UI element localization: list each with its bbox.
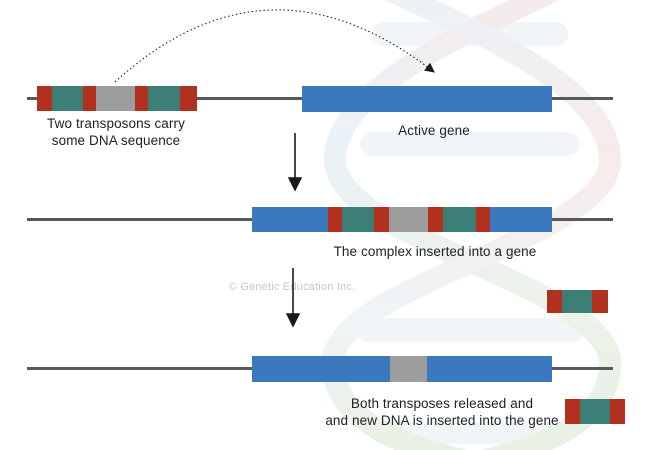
segment-red bbox=[135, 86, 148, 111]
active-gene-bar bbox=[302, 86, 552, 112]
transposon-label-line2: some DNA sequence bbox=[51, 133, 181, 148]
segment-blue bbox=[252, 207, 328, 232]
segment-blue bbox=[490, 207, 552, 232]
segment-red bbox=[565, 399, 580, 424]
segment-red bbox=[610, 399, 625, 424]
released-label-line1: Both transposes released and bbox=[350, 396, 534, 411]
segment-red bbox=[476, 207, 490, 232]
transposon-complex-bar bbox=[37, 86, 197, 111]
released-label: Both transposes released and and new DNA… bbox=[287, 395, 597, 429]
segment-red bbox=[592, 290, 608, 313]
active-gene-label: Active gene bbox=[398, 123, 470, 138]
segment-teal bbox=[342, 207, 374, 232]
segment-gray bbox=[390, 356, 427, 382]
segment-blue bbox=[427, 356, 552, 382]
segment-gray bbox=[96, 86, 135, 111]
segment-teal bbox=[148, 86, 180, 111]
segment-gray bbox=[389, 207, 428, 232]
segment-red bbox=[328, 207, 342, 232]
segment-teal bbox=[443, 207, 476, 232]
copyright-watermark: © Genetic Education Inc. bbox=[228, 281, 356, 293]
segment-blue bbox=[252, 356, 390, 382]
segment-teal bbox=[580, 399, 610, 424]
gene-with-new-dna-bar bbox=[252, 356, 552, 382]
complex-inserted-label: The complex inserted into a gene bbox=[333, 244, 537, 259]
transposon-label-line1: Two transposons carry bbox=[47, 116, 185, 131]
released-label-line2: and new DNA is inserted into the gene bbox=[325, 413, 559, 428]
segment-teal bbox=[562, 290, 592, 313]
curved-transfer-arrow bbox=[114, 9, 435, 83]
transposon-label: Two transposons carry some DNA sequence bbox=[16, 115, 216, 149]
segment-red bbox=[547, 290, 562, 313]
segment-red bbox=[428, 207, 443, 232]
inserted-complex-bar bbox=[252, 207, 552, 232]
released-transposon-2 bbox=[565, 399, 625, 424]
segment-red bbox=[37, 86, 52, 111]
segment-teal bbox=[52, 86, 83, 111]
released-transposon-1 bbox=[547, 290, 608, 313]
segment-red bbox=[374, 207, 389, 232]
segment-red bbox=[180, 86, 197, 111]
segment-blue bbox=[302, 86, 552, 112]
segment-red bbox=[83, 86, 96, 111]
